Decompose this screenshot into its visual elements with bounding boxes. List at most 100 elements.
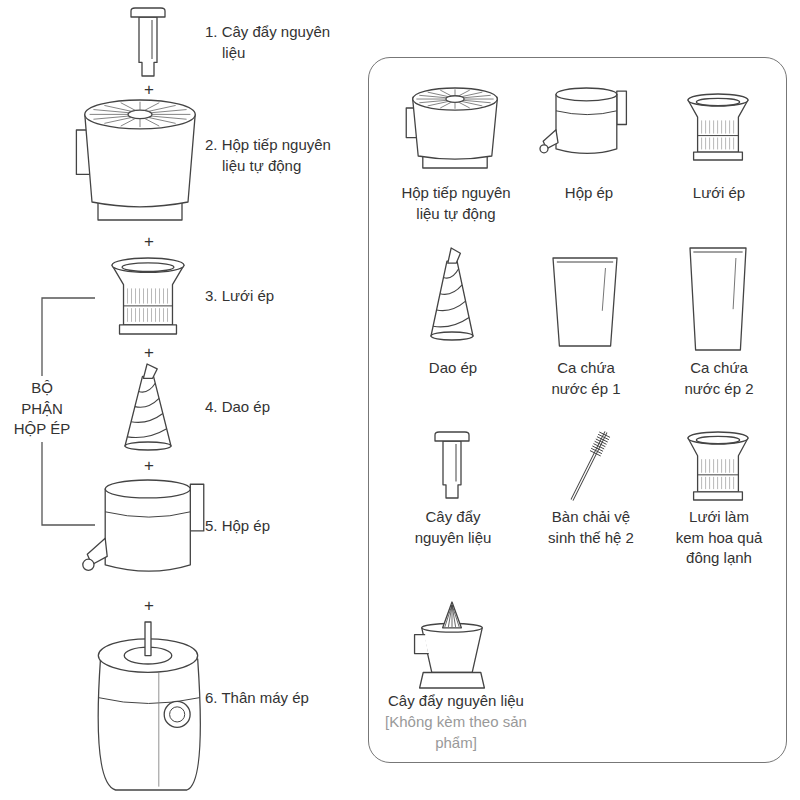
spout-cap — [540, 145, 548, 153]
press-ridge — [448, 605, 452, 627]
hopper-blade — [140, 102, 141, 110]
strainer-mesh — [721, 138, 722, 150]
hopper-blade — [416, 99, 445, 100]
auger-drawing — [431, 248, 473, 340]
part-line — [557, 262, 613, 263]
strainer-mesh — [729, 120, 730, 133]
part-outline — [139, 17, 157, 76]
part-line — [698, 135, 739, 136]
part-line — [693, 252, 742, 253]
part-label: 5. Hộp ép — [205, 516, 362, 537]
press-ridge — [452, 605, 456, 627]
plus-sign: + — [139, 454, 159, 477]
tamper-drawing — [435, 432, 469, 498]
strainer-mesh — [733, 477, 734, 489]
part-rim — [85, 100, 195, 129]
tamper-drawing — [131, 8, 165, 76]
part-line — [124, 305, 173, 306]
strainer-mesh — [147, 308, 148, 322]
part-rim — [688, 94, 748, 106]
part-outline — [105, 489, 190, 571]
strainer-mesh — [155, 308, 156, 322]
strainer-mesh — [135, 288, 136, 303]
press-ridge — [452, 605, 459, 627]
auger-flight — [440, 285, 462, 294]
part-rim — [122, 263, 174, 272]
part-rim — [688, 432, 748, 444]
part-label: 6. Thân máy ép — [205, 688, 362, 709]
plus-sign: + — [139, 230, 159, 253]
brush-bristle — [596, 439, 607, 444]
parts-panel: Hộp tiếp nguyên liệu tự độngHộp épLưới é… — [368, 57, 787, 763]
strainer-mesh — [729, 138, 730, 150]
motor-base-drawing — [98, 622, 200, 790]
part-outline — [690, 248, 746, 350]
part-label: 2. Hộp tiếp nguyên liệu tự động — [205, 135, 344, 176]
strainer-mesh — [709, 138, 710, 150]
strainer-mesh — [725, 459, 726, 473]
part-caption: Hộp ép — [534, 183, 644, 204]
plus-sign: + — [139, 341, 159, 364]
strainer-mesh — [705, 459, 706, 473]
auger-flight — [131, 414, 163, 423]
strainer-mesh — [725, 138, 726, 150]
part-caption: Bàn chải vệ sinh thế hệ 2 — [540, 507, 642, 548]
auger-flight — [127, 429, 166, 438]
part-rim — [128, 110, 152, 119]
auger-flight — [437, 301, 466, 310]
auger-flight — [139, 383, 156, 392]
strainer-mesh — [729, 477, 730, 489]
strainer-mesh — [143, 308, 144, 322]
strainer-mesh — [717, 459, 718, 473]
part-outline — [120, 325, 177, 334]
part-outline — [694, 492, 743, 500]
hopper-blade — [463, 95, 490, 97]
part-line — [98, 698, 200, 704]
strainer-mesh — [701, 138, 702, 150]
strainer-mesh — [131, 288, 132, 303]
spout-cap — [83, 559, 94, 570]
part-line — [152, 20, 153, 59]
part-outline — [553, 258, 617, 346]
plus-sign: + — [139, 594, 159, 617]
strainer-mesh — [159, 308, 160, 322]
hopper-blade — [140, 119, 141, 127]
part-line — [698, 474, 739, 475]
strainer-mesh — [721, 120, 722, 133]
part-rim — [556, 88, 617, 101]
strainer-mesh — [725, 477, 726, 489]
part-caption: Lưới ép — [664, 183, 774, 204]
strainer-mesh — [705, 477, 706, 489]
hopper-blade — [464, 99, 493, 100]
part-caption: Dao ép — [398, 358, 508, 379]
juice-cup-drawing — [690, 248, 746, 350]
strainer-mesh — [705, 120, 706, 133]
brush-bristle — [595, 441, 606, 446]
group-label: BỘ PHẬN HỘP ÉP — [11, 376, 73, 442]
part-outline — [448, 248, 461, 263]
part-rim — [105, 480, 190, 498]
strainer-mesh — [159, 288, 160, 303]
hopper-blade — [440, 90, 451, 96]
strainer-mesh — [139, 308, 140, 322]
part-outline — [415, 635, 429, 654]
strainer-mesh — [705, 138, 706, 150]
strainer-mesh — [709, 120, 710, 133]
strainer-mesh — [721, 459, 722, 473]
strainer-mesh — [155, 288, 156, 303]
strainer-mesh — [713, 138, 714, 150]
hopper-blade — [104, 117, 131, 123]
hopper-blade — [93, 116, 128, 119]
part-rim — [112, 258, 184, 272]
part-rim — [696, 436, 739, 443]
part-outline — [112, 265, 184, 325]
brush-bristle — [597, 437, 608, 442]
strainer-mesh — [713, 120, 714, 133]
juice-cup-drawing — [553, 258, 617, 346]
strainer-mesh — [717, 138, 718, 150]
strainer-mesh — [135, 308, 136, 322]
strainer-mesh — [163, 308, 164, 322]
part-rim — [413, 88, 498, 110]
